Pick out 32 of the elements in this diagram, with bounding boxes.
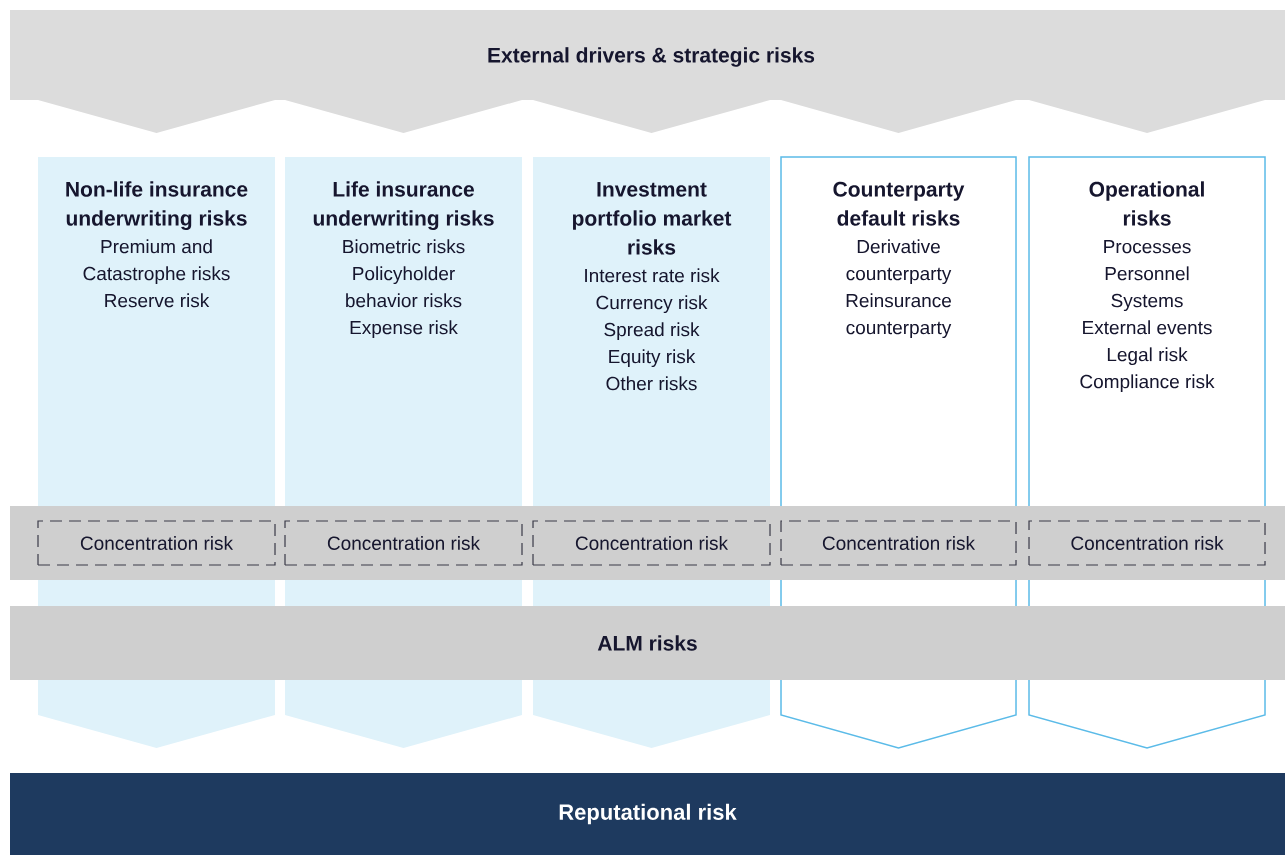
- risk-item: Compliance risk: [1080, 374, 1215, 393]
- risk-item: Biometric risks: [343, 239, 465, 254]
- reputational-band: Reputational risk: [10, 773, 1285, 855]
- risk-item: Spread risk: [604, 322, 700, 341]
- dashed-box: Concentration risk: [284, 520, 523, 566]
- risk-item: Systems: [1111, 293, 1183, 312]
- risk-item: Interest rate risk: [585, 268, 720, 283]
- risk-item: Expense risk: [350, 320, 458, 339]
- column-heading: Non-life insurance underwriting risks: [66, 181, 248, 230]
- risk-item: External events: [1083, 320, 1212, 335]
- column-heading: Counterparty default risks: [833, 181, 965, 226]
- risk-item: Equity risk: [609, 349, 696, 368]
- risk-item: Reserve risk: [105, 293, 210, 308]
- dashed-box: Concentration risk: [37, 520, 276, 566]
- column-heading: Investment portfolio market risks: [572, 182, 732, 255]
- risk-item: Other risks: [606, 376, 697, 391]
- column-heading: Life insurance underwriting risks: [313, 181, 494, 230]
- risk-item: Personnel: [1105, 266, 1189, 281]
- risk-item: Processes: [1104, 240, 1191, 254]
- concentration-band: [10, 506, 1285, 580]
- dashed-box: Concentration risk: [1028, 520, 1266, 566]
- alm-band: ALM risks: [10, 606, 1285, 680]
- risk-item: Reinsurance counterparty: [846, 293, 952, 339]
- column-heading: Operational risks: [1089, 181, 1204, 226]
- risk-item: Derivative counterparty: [846, 239, 952, 285]
- risk-item: Policyholder behavior risks: [346, 266, 462, 308]
- risk-item: Currency risk: [596, 295, 708, 314]
- dashed-box: Concentration risk: [780, 520, 1017, 566]
- risk-item: Premium and Catastrophe risks: [83, 239, 230, 285]
- chevron-band: External drivers & strategic risks: [10, 10, 1285, 133]
- risk-item: Legal risk: [1107, 347, 1188, 366]
- dashed-box: Concentration risk: [532, 520, 771, 566]
